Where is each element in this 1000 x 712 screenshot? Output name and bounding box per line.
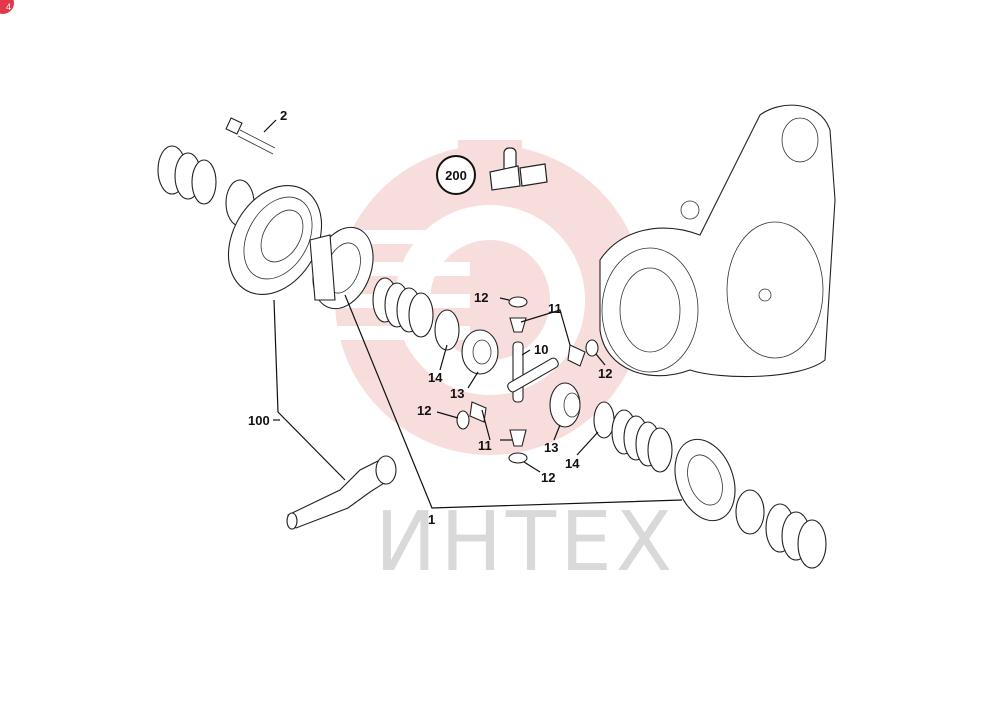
callout-10: 10: [534, 342, 548, 357]
callout-14-left: 14: [428, 370, 443, 385]
callout-13-left: 13: [450, 386, 464, 401]
axle-housing: [599, 104, 836, 378]
side-gear-left: [461, 329, 499, 375]
callout-11-bottom: 11: [478, 438, 492, 453]
watermark-text: ИНТЕХ: [375, 495, 676, 590]
pinion-shaft: [286, 455, 397, 530]
right-clutch-pack: [593, 401, 673, 473]
left-ring-stack: [157, 145, 255, 227]
callout-1: 1: [428, 512, 435, 527]
callout-14-right: 14: [565, 456, 580, 471]
right-ring-stack: [735, 489, 827, 569]
callout-11-top: 11: [548, 301, 562, 316]
leader-lines: [263, 119, 683, 509]
callouts: 2 100 1 12 11 10 12 14 13 12 11 13 14 12: [248, 108, 612, 527]
right-case-half: [674, 438, 736, 522]
side-gear-right: [549, 382, 581, 428]
planet-gears: [456, 296, 599, 464]
callout-12-left: 12: [417, 403, 431, 418]
left-clutch-pack: [372, 277, 460, 351]
crown-gear: [227, 185, 323, 295]
tool-icon: [489, 147, 548, 191]
callout-12-top: 12: [474, 290, 488, 305]
badge-200-label: 200: [445, 168, 467, 183]
corner-badge[interactable]: 4: [0, 0, 14, 14]
callout-100: 100: [248, 413, 270, 428]
callout-2: 2: [280, 108, 287, 123]
differential-case: [309, 226, 374, 310]
callout-12-right: 12: [598, 366, 612, 381]
cross-pin: [507, 341, 559, 403]
badge-200[interactable]: 200: [436, 155, 476, 195]
callout-13-right: 13: [544, 440, 558, 455]
callout-12-bottom: 12: [541, 470, 555, 485]
bolt: [225, 117, 276, 155]
